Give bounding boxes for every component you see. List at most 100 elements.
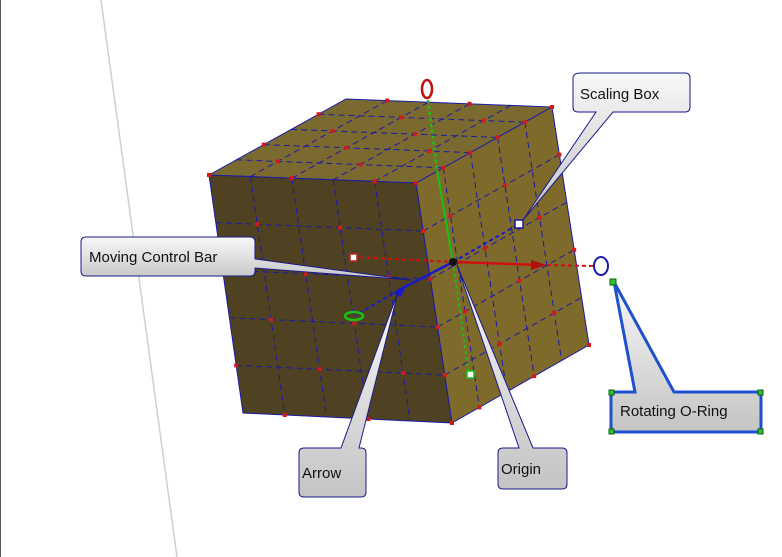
vertex-handle[interactable] [441, 165, 446, 170]
callout-label: Origin [501, 461, 541, 478]
vertex-handle[interactable] [261, 142, 266, 147]
vertex-handle[interactable] [557, 152, 562, 157]
vertex-handle[interactable] [450, 421, 454, 425]
vertex-handle[interactable] [552, 310, 557, 315]
vertex-handle[interactable] [366, 417, 371, 421]
x-scale-handle[interactable] [349, 253, 358, 262]
vertex-handle[interactable] [448, 213, 453, 218]
vertex-handle[interactable] [344, 145, 349, 150]
grid-line [236, 364, 445, 376]
callout-label: Scaling Box [580, 86, 660, 103]
vertex-handle[interactable] [413, 132, 418, 137]
x-axis-dashed [352, 256, 454, 263]
scaling-box-handle[interactable] [514, 219, 524, 229]
vertex-handle[interactable] [269, 317, 274, 322]
callout-scaling-box[interactable]: Scaling Box [522, 72, 691, 221]
rotating-o-ring-icon[interactable] [593, 256, 609, 276]
selection-handle[interactable] [757, 389, 764, 396]
z-axis-extension [355, 289, 400, 316]
vertex-handle[interactable] [482, 246, 487, 251]
vertex-handle[interactable] [207, 173, 211, 177]
vertex-handle[interactable] [572, 247, 577, 252]
selection-handle[interactable] [608, 389, 615, 396]
grid-line [524, 122, 563, 361]
cube-grid-lines [215, 100, 582, 422]
vertex-handle[interactable] [435, 325, 440, 329]
vertex-handle[interactable] [532, 374, 537, 379]
y-scale-handle[interactable] [466, 370, 475, 379]
vertex-handle[interactable] [330, 129, 335, 133]
z-axis-arrow-icon[interactable] [393, 284, 407, 297]
vertex-handle[interactable] [399, 115, 404, 120]
z-axis-dashed [452, 223, 520, 263]
selection-handle[interactable] [608, 428, 615, 435]
cube-vertex-handles[interactable] [207, 98, 591, 425]
grid-line [442, 167, 480, 408]
vertex-handle[interactable] [317, 367, 322, 372]
vertex-handle[interactable] [477, 405, 482, 410]
grid-line [422, 154, 560, 232]
z-rotate-ring-icon[interactable] [343, 310, 365, 322]
grid-line [374, 104, 512, 182]
vertex-handle[interactable] [462, 309, 467, 314]
vertex-handle[interactable] [428, 277, 433, 281]
grid-line [291, 101, 429, 179]
grid-line [249, 176, 286, 416]
y-rotate-ring-icon[interactable] [420, 78, 434, 100]
selection-handle[interactable] [609, 278, 617, 286]
vertex-handle[interactable] [517, 278, 522, 283]
vertex-handle[interactable] [234, 363, 239, 368]
grid-line [332, 103, 470, 181]
vertex-handle[interactable] [338, 225, 343, 230]
vertex-handle[interactable] [352, 321, 357, 326]
grid-guide-line [100, 0, 178, 557]
vertex-handle[interactable] [468, 150, 473, 155]
vertex-handle[interactable] [316, 112, 321, 117]
vertex-handle[interactable] [502, 183, 507, 188]
grid-line [291, 128, 498, 138]
callout-arrow[interactable]: Arrow [298, 291, 399, 498]
grid-line [437, 249, 575, 328]
callout-origin[interactable]: Origin [456, 264, 568, 490]
vertex-handle[interactable] [481, 118, 486, 123]
vertex-handle[interactable] [467, 101, 472, 106]
vertex-handle[interactable] [427, 149, 432, 153]
vertex-handle[interactable] [495, 135, 500, 140]
vertex-handle[interactable] [282, 413, 287, 417]
vertex-handle[interactable] [421, 229, 426, 233]
callout-moving-control-bar[interactable]: Moving Control Bar [80, 236, 412, 281]
vertex-handle[interactable] [385, 98, 390, 103]
vertex-handle[interactable] [401, 371, 406, 376]
vertex-handle[interactable] [550, 105, 554, 109]
vertex-handle[interactable] [537, 215, 542, 220]
vertex-handle[interactable] [497, 341, 502, 346]
transform-gizmo[interactable] [343, 78, 609, 379]
moving-control-bar[interactable] [398, 260, 454, 292]
vertex-handle[interactable] [522, 120, 527, 125]
y-axis-lower [452, 261, 470, 376]
grid-line [263, 144, 471, 154]
grid-line [444, 296, 582, 376]
vertex-handle[interactable] [442, 373, 447, 377]
callout-label: Moving Control Bar [89, 249, 217, 266]
vertex-handle[interactable] [255, 222, 260, 227]
selection-handle[interactable] [757, 428, 764, 435]
y-axis-bar[interactable] [436, 169, 454, 263]
x-axis-bar[interactable] [452, 260, 542, 267]
callout-rotating-o-ring[interactable]: Rotating O-Ring [608, 278, 764, 435]
vertex-handle[interactable] [587, 343, 591, 347]
vertex-handle[interactable] [303, 271, 308, 276]
x-axis-extension [546, 264, 594, 267]
grid-line [332, 179, 369, 420]
vertex-handle[interactable] [275, 159, 280, 164]
x-axis-arrow-icon[interactable] [531, 260, 547, 270]
cube-left-face[interactable] [208, 174, 453, 424]
vertex-handle[interactable] [414, 181, 418, 185]
vertex-handle[interactable] [358, 162, 363, 167]
vertex-handle[interactable] [289, 176, 294, 181]
vertex-handle[interactable] [372, 179, 377, 184]
origin-point[interactable] [449, 258, 457, 266]
grid-line [291, 178, 328, 418]
